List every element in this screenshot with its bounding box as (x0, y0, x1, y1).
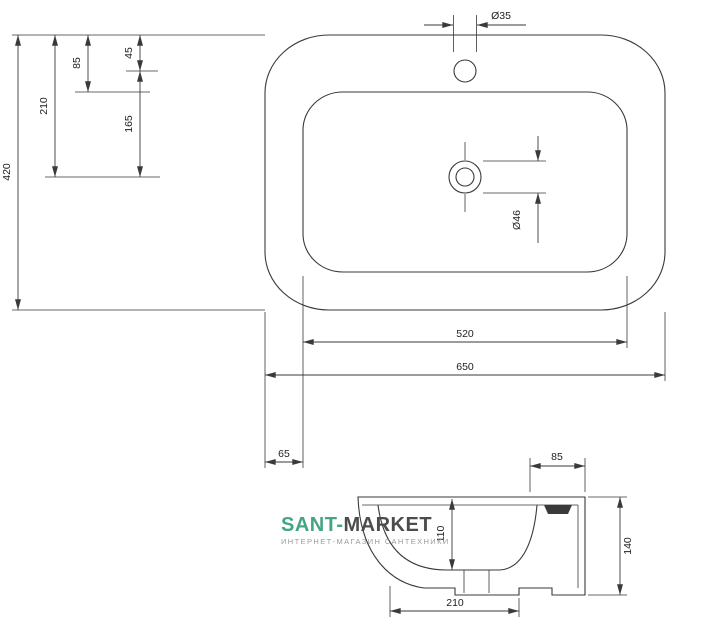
dimension-lines (15, 22, 665, 614)
dim-label-outer-depth: 420 (1, 163, 13, 181)
drain-hole-inner (455, 167, 475, 187)
watermark-subtitle: ИНТЕРНЕТ-МАГАЗИН САНТЕХНИКИ (281, 537, 450, 546)
side-profile-bowl-line (377, 504, 538, 571)
side-profile-outline (357, 496, 586, 596)
dim-label-top-to-drain: 210 (38, 97, 50, 115)
side-profile-rim-line (362, 504, 579, 588)
basin-outer-rim (264, 34, 666, 311)
dim-label-height: 140 (622, 537, 634, 555)
dim-label-bowl-depth: 110 (435, 525, 447, 542)
side-view (357, 496, 586, 596)
dim-label-deck-depth: 85 (551, 451, 563, 463)
top-view (264, 34, 666, 311)
dim-label-top-to-faucet: 45 (123, 47, 135, 59)
faucet-hole (453, 59, 477, 83)
dim-label-faucet-to-drain: 165 (123, 115, 135, 133)
dim-label-side-offset: 65 (278, 448, 290, 460)
drain-hole-outer (448, 160, 482, 194)
side-profile-tap-hole-section (544, 505, 572, 514)
brand-name-secondary: MARKET (343, 514, 433, 536)
dim-label-base-depth: 210 (446, 597, 464, 609)
side-profile-drain-pipe (463, 570, 490, 593)
dim-label-inner-width: 520 (456, 328, 474, 340)
brand-name-primary: SANT- (281, 514, 344, 536)
side-view-extension-lines (389, 458, 627, 617)
dim-label-faucet-diameter: Ø35 (491, 10, 511, 22)
basin-inner-bowl (302, 91, 628, 273)
dim-label-drain-diameter: Ø46 (511, 210, 523, 230)
dim-label-top-to-inner: 85 (71, 57, 83, 69)
brand-logo: SANT-MARKET (281, 514, 432, 536)
dimension-labels: 420 210 85 45 165 Ø35 Ø46 520 650 65 85 … (1, 10, 634, 609)
watermark: SANT-MARKET ИНТЕРНЕТ-МАГАЗИН САНТЕХНИКИ (281, 514, 450, 546)
top-view-extension-lines (12, 15, 666, 468)
dim-label-outer-width: 650 (456, 361, 474, 373)
